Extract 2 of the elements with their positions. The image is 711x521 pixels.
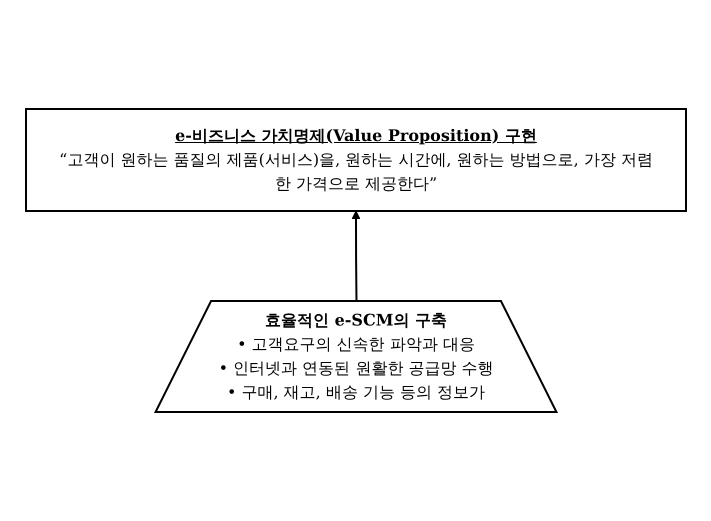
node-box: e-비즈니스 가치명제(Value Proposition) 구현 “고객이 원하는 품질의 제품(서비스)을, 원하는 시간에, 원하는 방법으로, 가장 저렴한 가격으로 제공한다” (24, 108, 686, 212)
arrow (351, 210, 360, 302)
